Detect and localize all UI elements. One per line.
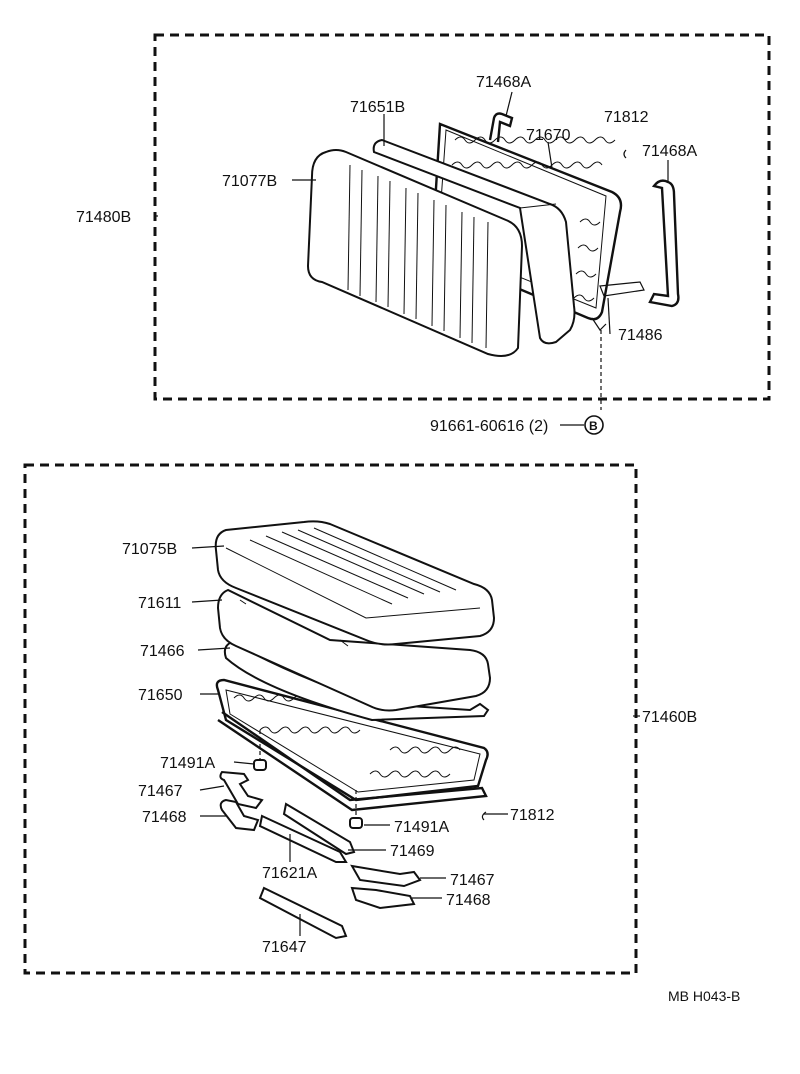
label-71611: 71611 <box>138 595 181 612</box>
cushion-rail-lower <box>258 814 348 863</box>
backrest-bracket <box>599 281 645 297</box>
label-71650: 71650 <box>138 687 183 704</box>
label-71486: 71486 <box>618 327 663 344</box>
label-71621a: 71621A <box>262 865 317 882</box>
backrest-pad <box>372 138 576 345</box>
backrest-clip <box>623 149 627 159</box>
label-71468a-right: 71468A <box>642 143 697 160</box>
cushion-bracket-left-upper <box>219 770 264 810</box>
label-71480b: 71480B <box>76 209 131 226</box>
cushion-clip-small <box>481 811 487 821</box>
cushion-bracket-left-lower <box>219 798 260 832</box>
label-71491a-left: 71491A <box>160 755 215 772</box>
backrest-group-boundary <box>153 33 771 401</box>
label-71466: 71466 <box>140 643 185 660</box>
label-71491a-right: 71491A <box>394 819 449 836</box>
cushion-rail <box>282 802 356 856</box>
cushion-bracket-right-upper <box>350 864 422 888</box>
backrest-group: 71480B 71468A 71651B 71670 71812 71468A … <box>76 33 771 435</box>
cushion-cover <box>214 520 496 646</box>
cushion-bar <box>258 886 348 940</box>
backrest-spring-frame <box>430 122 623 331</box>
backrest-hook-right <box>648 179 680 308</box>
cushion-bracket-right-lower <box>350 886 416 910</box>
cushion-clip-left <box>253 759 267 771</box>
backrest-hook-top <box>488 112 514 143</box>
label-71647: 71647 <box>262 939 307 956</box>
cushion-clip-right <box>349 817 363 829</box>
label-71468a-top: 71468A <box>476 74 531 91</box>
label-71468-left: 71468 <box>142 809 187 826</box>
diagram-code: MB H043-B <box>668 988 740 1004</box>
label-71812-bottom: 71812 <box>510 807 555 824</box>
label-71469: 71469 <box>390 843 435 860</box>
cushion-group-boundary <box>23 463 638 975</box>
backrest-cover <box>306 149 524 357</box>
label-71077b: 71077B <box>222 173 277 190</box>
label-71075b: 71075B <box>122 541 177 558</box>
label-bolt-ref: 91661-60616 (2) <box>430 418 548 435</box>
label-71467-left: 71467 <box>138 783 183 800</box>
label-71651b: 71651B <box>350 99 405 116</box>
label-71670: 71670 <box>526 127 571 144</box>
cushion-group: 71075B 71611 71466 71650 71491A 71467 71… <box>23 463 697 975</box>
label-71460b: 71460B <box>642 709 697 726</box>
label-71468-right: 71468 <box>446 892 491 909</box>
label-71467-right: 71467 <box>450 872 495 889</box>
bolt-marker-circle <box>584 415 604 435</box>
cushion-pad <box>216 588 492 712</box>
bolt-marker-letter: B <box>589 419 598 433</box>
label-71812-top: 71812 <box>604 109 649 126</box>
